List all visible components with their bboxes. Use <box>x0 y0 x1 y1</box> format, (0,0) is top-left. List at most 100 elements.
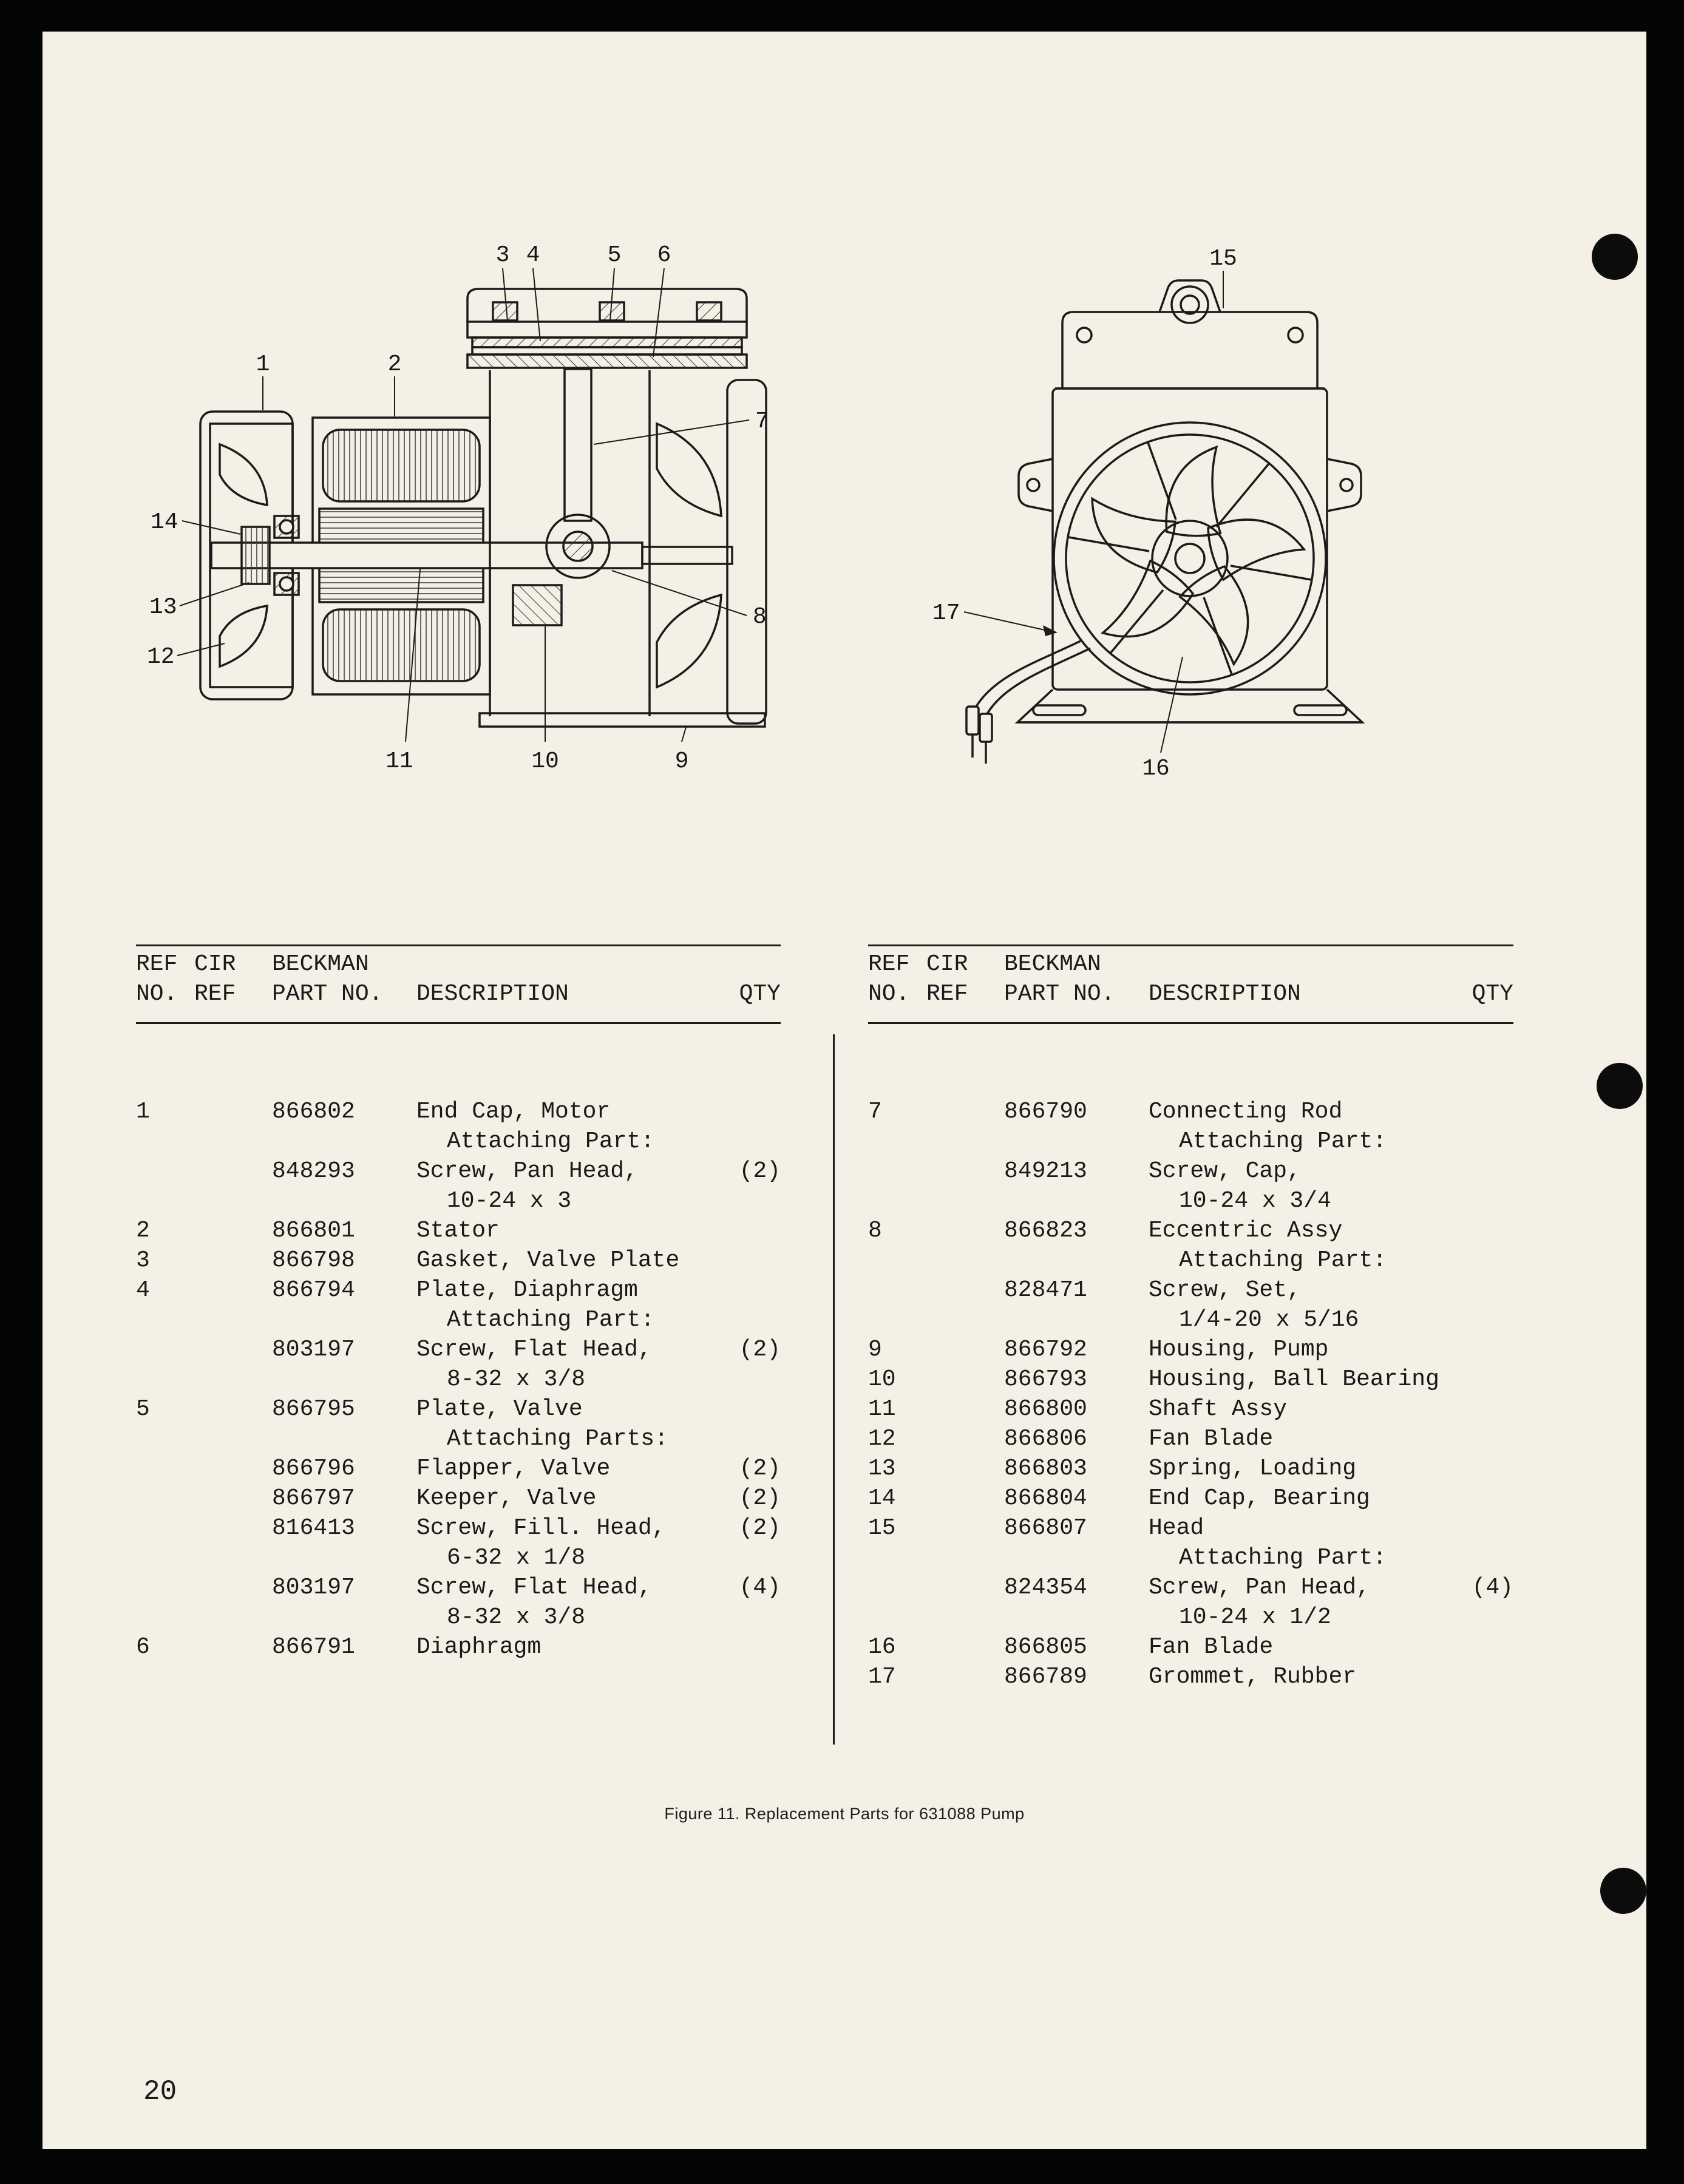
part-no-cell: 866797 <box>272 1485 355 1511</box>
ref-no-cell <box>136 1484 272 1513</box>
qty-cell <box>720 1394 781 1424</box>
callout-8: 8 <box>753 604 767 630</box>
parts-table-right: REF CIR BECKMAN NO. REF PART NO. DESCRIP… <box>868 944 1513 1697</box>
callout-14: 14 <box>151 509 178 535</box>
qty-cell <box>1453 1156 1513 1186</box>
description-cell: Attaching Parts: <box>447 1426 668 1452</box>
header-no: NO. <box>868 981 910 1007</box>
header-beckman: BECKMAN <box>1004 951 1101 977</box>
qty-cell <box>1453 1275 1513 1305</box>
header-ref: REF <box>868 951 910 977</box>
ref-no-cell <box>136 1513 272 1543</box>
header-part-no: PART NO. <box>1004 981 1115 1007</box>
figure-caption: Figure 11. Replacement Parts for 631088 … <box>664 1805 1025 1823</box>
qty-cell: (2) <box>739 1158 781 1184</box>
description-cell: Flapper, Valve <box>416 1456 611 1482</box>
callout-10: 10 <box>531 748 559 775</box>
ref-no-cell: 1 <box>136 1099 150 1125</box>
callout-1: 1 <box>256 351 270 378</box>
description-cell: 10-24 x 3 <box>447 1188 572 1214</box>
ref-no-cell: 16 <box>868 1634 896 1660</box>
description-cell: Shaft Assy <box>1149 1396 1288 1422</box>
parts-table-row: 16 866805 Fan Blade <box>868 1632 1513 1662</box>
end-view-linework <box>965 279 1365 764</box>
description-cell: Screw, Pan Head, <box>416 1158 638 1184</box>
ref-no-cell <box>136 1335 272 1365</box>
table-rule-bottom <box>868 1022 1513 1024</box>
qty-cell <box>720 1365 781 1394</box>
part-no-cell <box>1004 1246 1149 1275</box>
callout-9: 9 <box>675 748 689 775</box>
part-no-cell: 849213 <box>1004 1158 1087 1184</box>
qty-cell: (2) <box>739 1337 781 1363</box>
description-cell: Stator <box>416 1218 500 1244</box>
part-no-cell: 866800 <box>1004 1396 1087 1422</box>
pump-end-view-svg: 15 17 16 <box>932 246 1365 777</box>
qty-cell <box>1453 1186 1513 1216</box>
header-ref2: REF <box>194 981 236 1007</box>
part-no-cell: 866789 <box>1004 1664 1087 1690</box>
part-no-cell: 866791 <box>272 1634 355 1660</box>
ref-no-cell: 11 <box>868 1396 896 1422</box>
description-cell: Fan Blade <box>1149 1634 1274 1660</box>
table-header-line2: NO. REF PART NO. DESCRIPTION QTY <box>868 979 1513 1009</box>
ref-no-cell <box>868 1127 1004 1156</box>
qty-cell: (2) <box>739 1485 781 1511</box>
qty-cell <box>1453 1127 1513 1156</box>
description-cell: Head <box>1149 1515 1204 1541</box>
description-cell: Attaching Part: <box>1179 1545 1387 1571</box>
qty-cell <box>720 1097 781 1127</box>
qty-cell <box>720 1602 781 1632</box>
ref-no-cell: 13 <box>868 1456 896 1482</box>
qty-cell <box>720 1305 781 1335</box>
part-no-cell <box>1004 1127 1149 1156</box>
description-cell: Screw, Set, <box>1149 1277 1301 1303</box>
qty-cell <box>720 1424 781 1454</box>
parts-table-row: Attaching Part: <box>868 1127 1513 1156</box>
description-cell: Screw, Pan Head, <box>1149 1575 1370 1601</box>
qty-cell <box>1453 1543 1513 1573</box>
ref-no-cell <box>136 1602 272 1632</box>
part-no-cell <box>272 1365 416 1394</box>
description-cell: Housing, Pump <box>1149 1337 1329 1363</box>
manual-page-paper: 3 4 5 6 1 2 7 14 13 12 8 11 10 9 <box>42 32 1646 2149</box>
part-no-cell <box>272 1127 416 1156</box>
callout-5: 5 <box>608 242 622 268</box>
ref-no-cell <box>136 1156 272 1186</box>
description-cell: 8-32 x 3/8 <box>447 1366 586 1392</box>
parts-table-row: Attaching Parts: <box>136 1424 781 1454</box>
part-no-cell: 824354 <box>1004 1575 1087 1601</box>
ref-no-cell: 7 <box>868 1099 882 1125</box>
ref-no-cell <box>868 1573 1004 1602</box>
part-no-cell <box>272 1186 416 1216</box>
part-no-cell: 866805 <box>1004 1634 1087 1660</box>
callout-4: 4 <box>526 242 540 268</box>
qty-cell: (2) <box>739 1456 781 1482</box>
part-no-cell <box>1004 1186 1149 1216</box>
qty-cell: (4) <box>739 1575 781 1601</box>
ref-no-cell: 17 <box>868 1664 896 1690</box>
qty-cell <box>1453 1513 1513 1543</box>
ref-no-cell <box>868 1156 1004 1186</box>
description-cell: 8-32 x 3/8 <box>447 1604 586 1630</box>
description-cell: Attaching Part: <box>447 1307 655 1333</box>
part-no-cell: 828471 <box>1004 1277 1087 1303</box>
qty-cell <box>1453 1335 1513 1365</box>
part-no-cell: 866807 <box>1004 1515 1087 1541</box>
ref-no-cell <box>136 1454 272 1484</box>
description-cell: Spring, Loading <box>1149 1456 1357 1482</box>
callout-17: 17 <box>932 600 960 626</box>
part-no-cell: 803197 <box>272 1575 355 1601</box>
header-description: DESCRIPTION <box>1149 981 1301 1007</box>
qty-cell: (2) <box>739 1515 781 1541</box>
